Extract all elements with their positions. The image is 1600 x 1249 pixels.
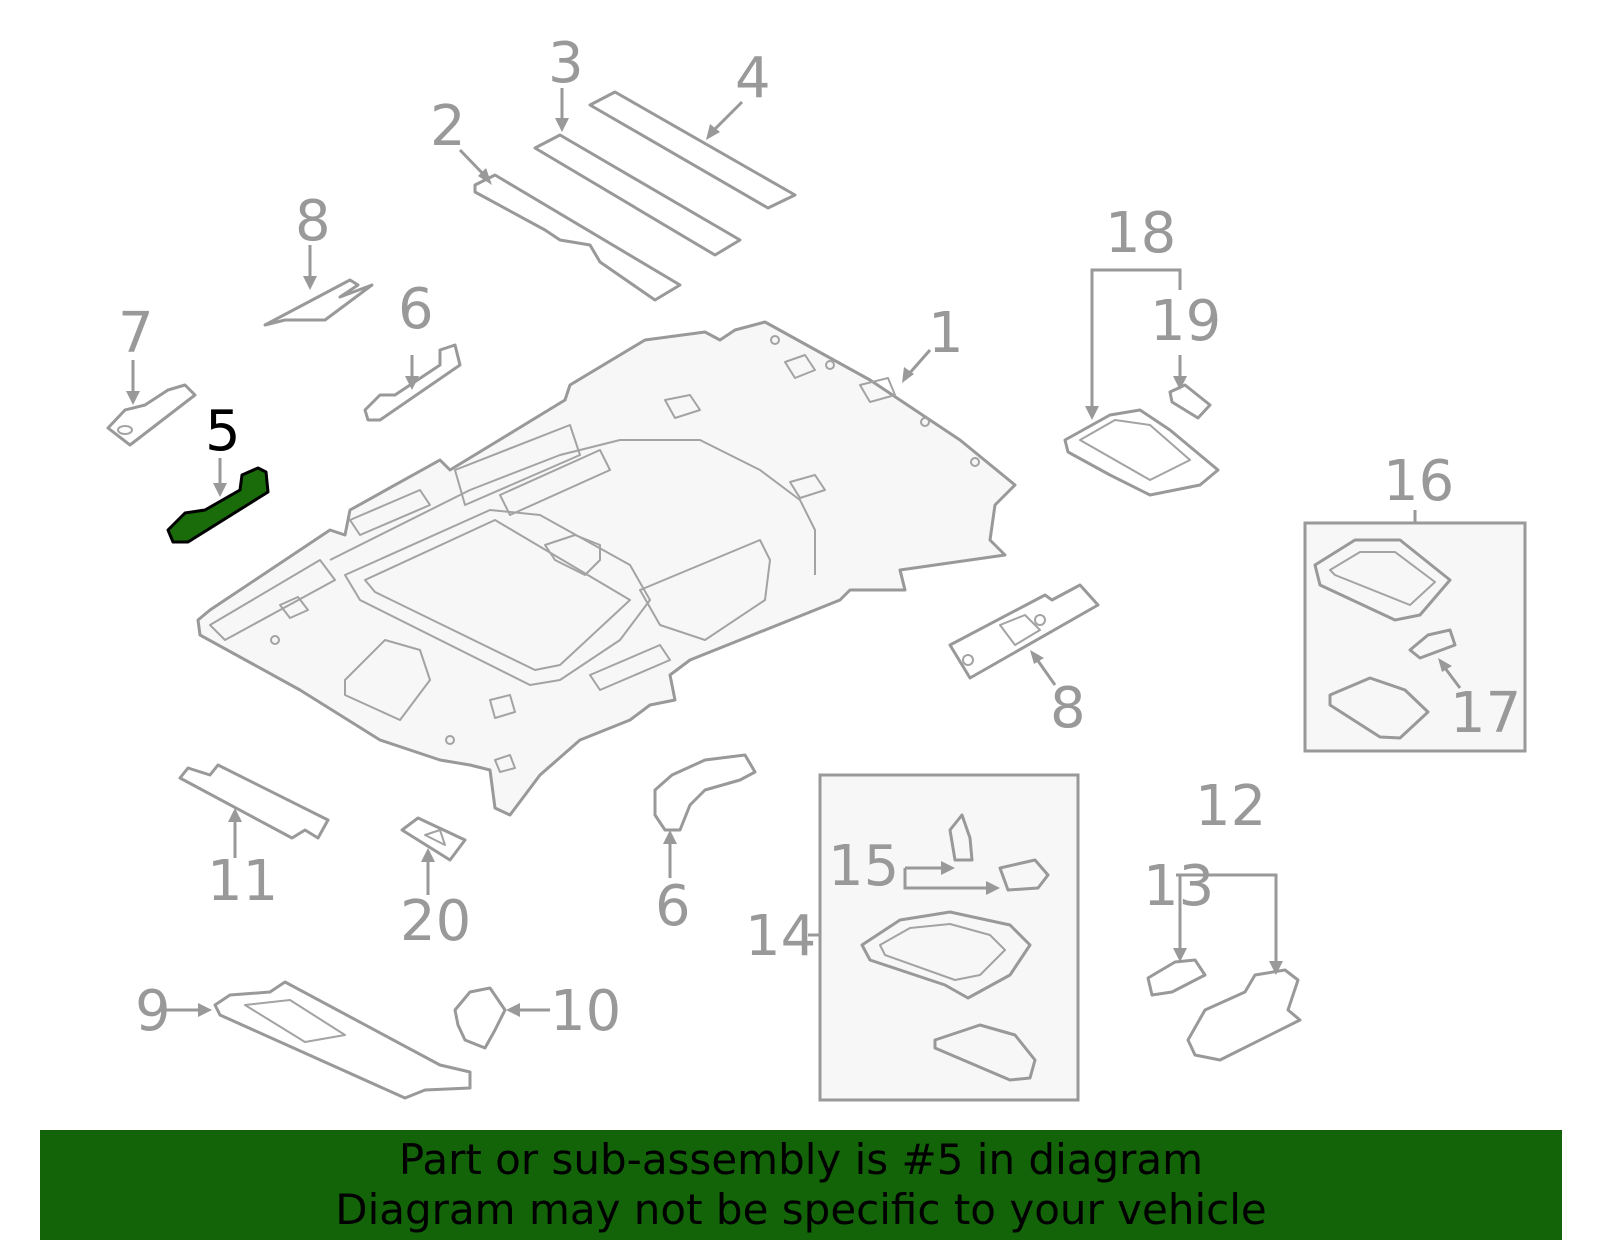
part-12-lamp: [1186, 968, 1302, 1062]
part-18-lamp: [1063, 408, 1220, 497]
part-3-strip: [533, 133, 742, 257]
callout-2: 2: [430, 94, 466, 159]
part-1-headliner: [196, 320, 1017, 817]
part-8-upper-bracket: [263, 278, 374, 327]
part-11-trim: [178, 763, 330, 840]
callout-6-lower: 6: [655, 874, 691, 939]
callout-14: 14: [745, 904, 816, 969]
box-14-assembly: [818, 773, 1080, 1102]
part-7-bracket: [106, 383, 197, 447]
callout-15: 15: [828, 834, 899, 899]
part-8-lower-bracket: [948, 583, 1100, 680]
part-5-highlighted: [166, 466, 270, 544]
callout-1: 1: [928, 301, 964, 366]
callout-12: 12: [1195, 774, 1266, 839]
callout-9: 9: [135, 979, 171, 1044]
leader-lines: [126, 88, 1462, 1017]
part-2-strip: [473, 173, 682, 302]
callout-17: 17: [1450, 681, 1521, 746]
part-6-lower-trim: [653, 753, 757, 832]
part-6-upper-trim: [363, 343, 462, 422]
banner-line-2: Diagram may not be specific to your vehi…: [335, 1185, 1267, 1234]
callout-6-upper: 6: [398, 277, 434, 342]
callout-numbers: 1 2 3 4 5 6 6 7 8 8 9 10 11 12 13 14 15 …: [118, 31, 1521, 1044]
callout-8-lower: 8: [1050, 676, 1086, 741]
banner-line-1: Part or sub-assembly is #5 in diagram: [398, 1135, 1204, 1184]
callout-11: 11: [207, 849, 278, 914]
callout-7: 7: [118, 301, 154, 366]
callout-20: 20: [400, 889, 471, 954]
callout-5: 5: [205, 399, 241, 464]
callout-4: 4: [735, 46, 771, 111]
part-4-strip: [588, 90, 797, 210]
part-10-clip: [453, 986, 507, 1050]
callout-13: 13: [1143, 854, 1214, 919]
callout-16: 16: [1383, 449, 1454, 514]
callout-18: 18: [1105, 201, 1176, 266]
callout-3: 3: [548, 31, 584, 96]
callout-10: 10: [550, 979, 621, 1044]
part-9-sun-visor: [213, 980, 472, 1100]
info-banner: Part or sub-assembly is #5 in diagram Di…: [40, 1130, 1562, 1240]
part-13-bulb: [1146, 958, 1207, 997]
part-20-clip: [400, 816, 467, 862]
part-19-bulb: [1168, 383, 1212, 420]
callout-19: 19: [1150, 289, 1221, 354]
callout-8-upper: 8: [295, 189, 331, 254]
